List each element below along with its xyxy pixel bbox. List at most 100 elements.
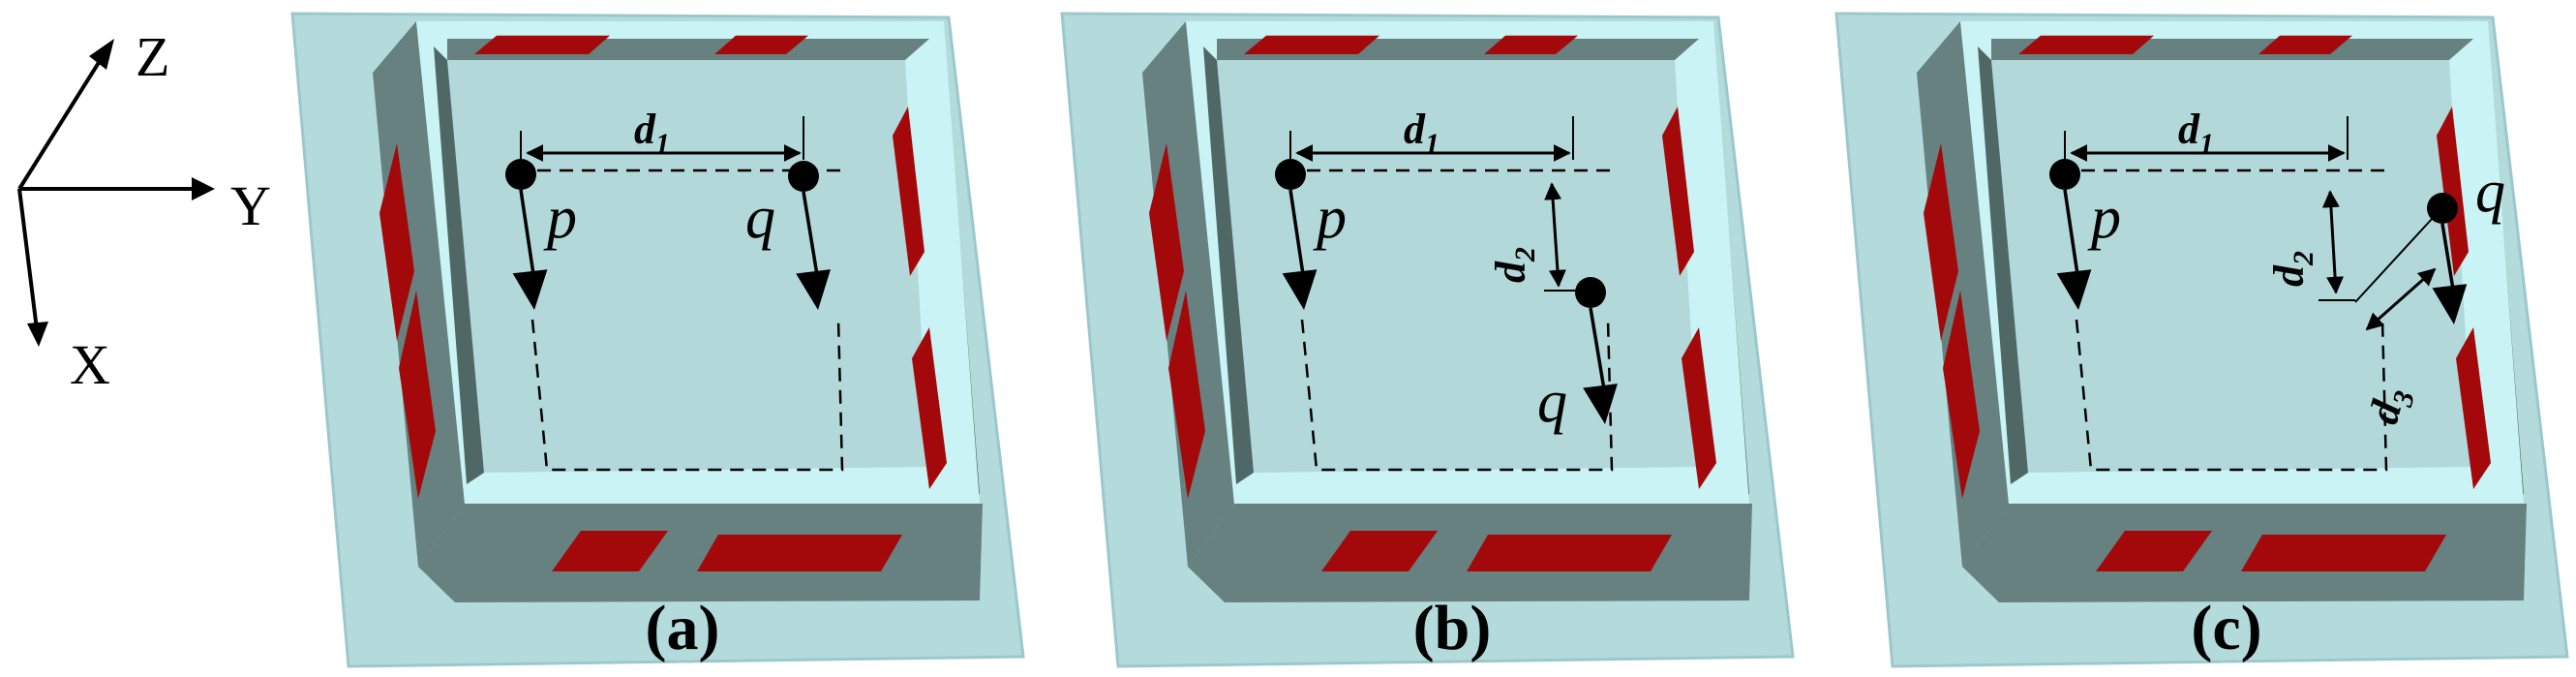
magnet-front-1 bbox=[2096, 531, 2212, 571]
cavity-floor bbox=[1991, 60, 2473, 473]
label-d2-subscript: 2 bbox=[2288, 251, 2319, 266]
force-arrow-p bbox=[1282, 189, 1318, 310]
magnet-back-2 bbox=[714, 35, 808, 55]
left-inner-wall bbox=[434, 46, 484, 484]
magnet-left-1 bbox=[1149, 143, 1184, 341]
cavity-floor bbox=[1217, 60, 1699, 473]
magnet-left-2 bbox=[1943, 291, 1980, 499]
front-outer-wall bbox=[1962, 504, 2527, 602]
d2-dimension-arrow bbox=[1544, 182, 1566, 288]
force-arrow-p-shaft bbox=[519, 189, 536, 282]
force-arrow-q bbox=[796, 191, 831, 310]
magnet-back-1 bbox=[1244, 35, 1379, 55]
label-q: q bbox=[2475, 159, 2505, 225]
label-d2-main: d bbox=[1487, 261, 1534, 283]
force-arrow-q-shaft bbox=[2440, 223, 2456, 296]
magnet-front-2 bbox=[1467, 535, 1672, 571]
y-axis-arrowhead bbox=[192, 177, 215, 200]
particle-q bbox=[1575, 277, 1606, 308]
d2-dimension-arrow bbox=[2321, 190, 2345, 294]
force-arrow-p bbox=[512, 189, 548, 310]
magnet-left-2 bbox=[399, 291, 436, 499]
label-d1: d1 bbox=[2178, 106, 2214, 160]
z-axis-line bbox=[17, 51, 106, 191]
label-d2-main: d bbox=[2265, 264, 2313, 287]
trajectory-rect bbox=[2075, 319, 2388, 472]
z-axis-label: Z bbox=[136, 25, 169, 88]
magnet-front-1 bbox=[552, 531, 668, 571]
magnet-right-2 bbox=[1682, 327, 1716, 489]
magnet-back-2 bbox=[2258, 35, 2352, 55]
label-q: q bbox=[1537, 369, 1567, 435]
label-d1-subscript: 1 bbox=[2199, 128, 2214, 160]
magnet-left-1 bbox=[1924, 143, 1958, 341]
label-d1-subscript: 1 bbox=[1425, 128, 1440, 160]
caption-a: (a) bbox=[646, 593, 720, 663]
force-arrow-q bbox=[1583, 307, 1618, 424]
x-axis-arrowhead bbox=[27, 322, 48, 347]
particle-p bbox=[505, 159, 536, 190]
magnet-right-1 bbox=[1662, 107, 1694, 276]
magnet-left-2 bbox=[1168, 291, 1205, 499]
panel-a: p d1 q (a) bbox=[290, 12, 1025, 668]
force-arrow-p-head bbox=[2056, 269, 2092, 310]
label-d1: d1 bbox=[634, 106, 670, 160]
label-d2: d2 bbox=[2265, 251, 2319, 287]
magnet-right-1 bbox=[2437, 107, 2469, 276]
magnet-front-2 bbox=[2241, 535, 2446, 571]
cavity-floor bbox=[447, 60, 929, 473]
label-d1-main: d bbox=[634, 106, 656, 153]
label-p: p bbox=[2087, 185, 2121, 251]
force-arrow-q-shaft bbox=[802, 191, 820, 282]
front-outer-wall bbox=[418, 504, 983, 602]
force-arrow-q-head bbox=[796, 269, 831, 310]
force-arrow-p-head bbox=[512, 269, 548, 310]
left-inner-wall bbox=[1203, 46, 1254, 484]
particle-q bbox=[2427, 193, 2458, 224]
label-d1-subscript: 1 bbox=[655, 128, 670, 160]
label-d2: d2 bbox=[1487, 247, 1541, 283]
label-d1: d1 bbox=[1404, 106, 1440, 160]
force-arrow-q-head bbox=[2432, 284, 2468, 324]
particle-q bbox=[788, 161, 819, 192]
force-arrow-q bbox=[2432, 223, 2468, 324]
magnet-front-2 bbox=[697, 535, 902, 571]
d3-dimension-arrow bbox=[2365, 267, 2437, 331]
z-axis-arrowhead bbox=[89, 39, 114, 70]
magnet-right-1 bbox=[893, 107, 924, 276]
label-p: p bbox=[1313, 185, 1347, 251]
force-arrow-p-head bbox=[1282, 269, 1318, 310]
magnet-right-2 bbox=[2456, 327, 2491, 489]
label-d1-main: d bbox=[2178, 106, 2200, 153]
magnet-back-2 bbox=[1484, 35, 1578, 55]
particle-p bbox=[2049, 159, 2080, 190]
force-arrow-p bbox=[2056, 189, 2092, 310]
label-d2-subscript: 2 bbox=[1509, 247, 1541, 262]
trajectory-rect bbox=[530, 319, 844, 472]
left-inner-wall bbox=[1978, 46, 2028, 484]
magnet-back-1 bbox=[474, 35, 610, 55]
force-arrow-q-head bbox=[1583, 384, 1618, 424]
axis-triad: Z Y X bbox=[17, 25, 271, 396]
label-p: p bbox=[543, 185, 577, 251]
magnet-back-1 bbox=[2018, 35, 2154, 55]
magnet-front-1 bbox=[1321, 531, 1438, 571]
magnet-left-1 bbox=[379, 143, 414, 341]
magnet-right-2 bbox=[912, 327, 947, 489]
front-outer-wall bbox=[1188, 504, 1752, 602]
force-arrow-p-shaft bbox=[1288, 189, 1306, 282]
x-axis-line bbox=[17, 188, 39, 330]
caption-c: (c) bbox=[2191, 593, 2261, 663]
label-q: q bbox=[745, 185, 775, 251]
particle-p bbox=[1275, 159, 1306, 190]
caption-b: (b) bbox=[1413, 593, 1492, 663]
label-d1-main: d bbox=[1404, 106, 1426, 153]
y-axis-label: Y bbox=[230, 174, 271, 237]
force-arrow-p-shaft bbox=[2063, 189, 2080, 282]
x-axis-label: X bbox=[70, 333, 110, 396]
force-arrow-q-shaft bbox=[1589, 307, 1607, 396]
